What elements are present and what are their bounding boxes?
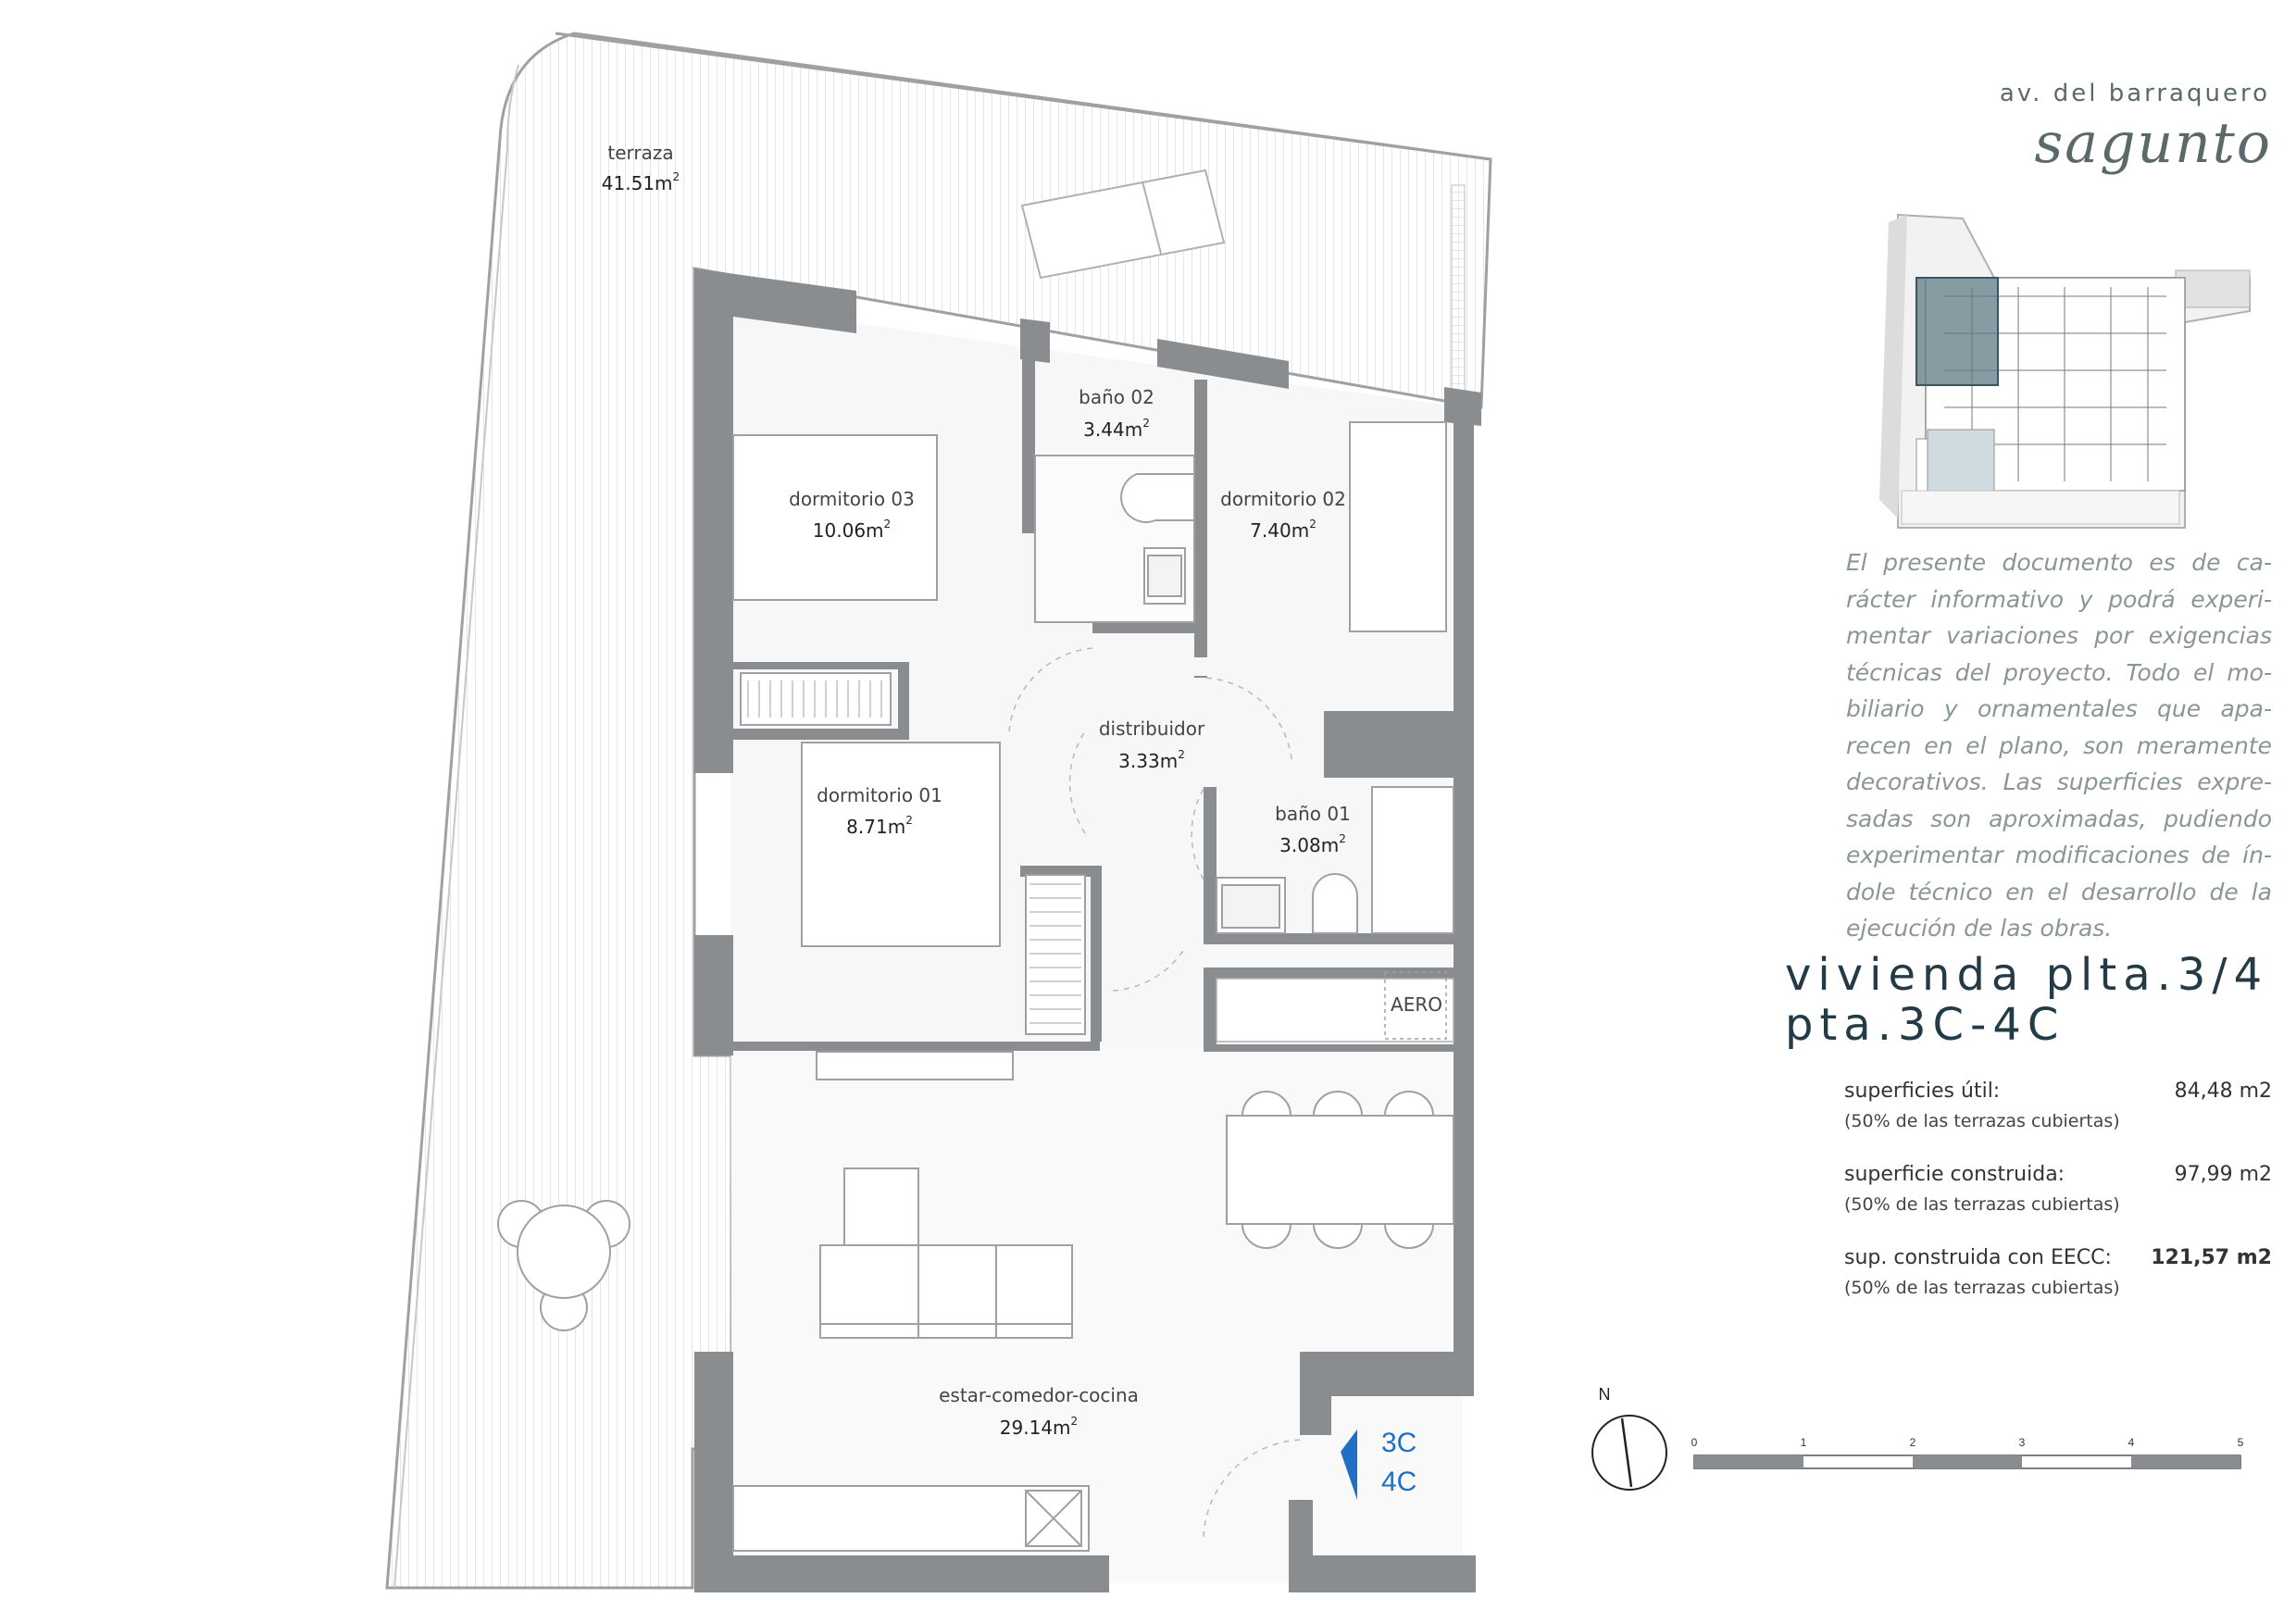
- street-name: av. del barraquero: [1999, 80, 2270, 107]
- room-name-dorm01: dormitorio 01: [817, 784, 942, 806]
- room-area-estar: 29.14m: [1000, 1417, 1071, 1439]
- svg-text:3.33m2: 3.33m2: [1118, 748, 1185, 772]
- unit-ref-4c: 4C: [1381, 1467, 1416, 1497]
- area-row-util: superficies útil: 84,48 m2 (50% de las t…: [1844, 1080, 2272, 1163]
- area-note: (50% de las terrazas cubiertas): [1844, 1278, 2120, 1298]
- area-note: (50% de las terrazas cubiertas): [1844, 1111, 2120, 1131]
- room-labels: terraza 41.51m2 dormitorio 03 10.06m2 ba…: [602, 142, 1442, 1439]
- room-name-terraza: terraza: [607, 142, 673, 164]
- scale-tick-3: 3: [2019, 1436, 2026, 1449]
- svg-text:8.71m2: 8.71m2: [846, 814, 913, 838]
- sun-lounger: [1020, 169, 1226, 280]
- terrace-table: [497, 1200, 630, 1331]
- aero-label: AERO: [1391, 993, 1442, 1016]
- room-name-bano02: baño 02: [1079, 386, 1154, 408]
- unit-title-line2: pta.3C-4C: [1785, 999, 2065, 1051]
- room-area-dorm02: 7.40m: [1250, 519, 1309, 542]
- room-area-terraza: 41.51m: [602, 172, 673, 194]
- area-label: sup. construida con EECC:: [1844, 1246, 2112, 1269]
- area-value: 121,57 m2: [2151, 1246, 2272, 1269]
- bed: [732, 421, 1447, 947]
- area-row-eecc: sup. construida con EECC: 121,57 m2 (50%…: [1844, 1246, 2272, 1330]
- svg-text:3.44m2: 3.44m2: [1083, 417, 1150, 441]
- svg-text:3.08m2: 3.08m2: [1279, 832, 1346, 856]
- scale-tick-0: 0: [1691, 1436, 1698, 1449]
- disclaimer-text: El presente documento es de ca-rácter in…: [1846, 549, 2272, 942]
- room-name-estar: estar-comedor-cocina: [939, 1384, 1139, 1406]
- scale-bar: 0 1 2 3 4 5: [1691, 1436, 2244, 1469]
- scale-tick-4: 4: [2128, 1436, 2135, 1449]
- wardrobe: [740, 672, 1086, 1035]
- kitchen-counter: [732, 1485, 1090, 1552]
- unit-entry-marker: 3C 4C: [1341, 1428, 1416, 1500]
- entry-arrow-icon: [1341, 1429, 1357, 1500]
- svg-text:7.40m2: 7.40m2: [1250, 518, 1316, 542]
- area-label: superficie construida:: [1844, 1163, 2065, 1186]
- city-logo: sagunto: [2034, 111, 2272, 176]
- interior-walls: [733, 357, 1472, 1052]
- room-area-bano01: 3.08m: [1279, 834, 1339, 856]
- area-label: superficies útil:: [1844, 1080, 2001, 1103]
- svg-text:41.51m2: 41.51m2: [602, 170, 680, 194]
- compass: N: [1591, 1385, 1667, 1491]
- scale-tick-5: 5: [2238, 1436, 2244, 1449]
- unit-ref-3c: 3C: [1381, 1428, 1416, 1458]
- scale-tick-2: 2: [1910, 1436, 1916, 1449]
- living-furniture: [816, 1051, 1073, 1339]
- unit-title: vivienda plta.3/4 pta.3C-4C: [1785, 950, 2268, 1050]
- dining-table: [1226, 1091, 1454, 1249]
- room-name-distribuidor: distribuidor: [1099, 718, 1205, 740]
- svg-text:10.06m2: 10.06m2: [813, 518, 891, 542]
- area-table: superficies útil: 84,48 m2 (50% de las t…: [1844, 1080, 2272, 1330]
- room-area-dorm01: 8.71m: [846, 816, 905, 838]
- area-value: 84,48 m2: [2174, 1080, 2272, 1103]
- area-row-construida: superficie construida: 97,99 m2 (50% de …: [1844, 1163, 2272, 1246]
- scale-tick-1: 1: [1801, 1436, 1807, 1449]
- key-plan: [1879, 213, 2251, 529]
- room-name-bano01: baño 01: [1275, 803, 1351, 825]
- area-note: (50% de las terrazas cubiertas): [1844, 1194, 2120, 1215]
- svg-text:29.14m2: 29.14m2: [1000, 1415, 1078, 1439]
- compass-north-label: N: [1599, 1385, 1611, 1404]
- aero-unit: [1216, 971, 1454, 1042]
- room-area-dorm03: 10.06m: [813, 519, 884, 542]
- exterior-walls: [694, 268, 1481, 1592]
- bathroom-fixtures: [1034, 455, 1454, 934]
- unit-title-line1: vivienda plta.3/4: [1785, 949, 2269, 1001]
- room-area-distribuidor: 3.33m: [1118, 750, 1178, 772]
- room-name-dorm02: dormitorio 02: [1220, 488, 1346, 510]
- room-area-bano02: 3.44m: [1083, 418, 1142, 441]
- room-name-dorm03: dormitorio 03: [789, 488, 915, 510]
- area-value: 97,99 m2: [2174, 1163, 2272, 1186]
